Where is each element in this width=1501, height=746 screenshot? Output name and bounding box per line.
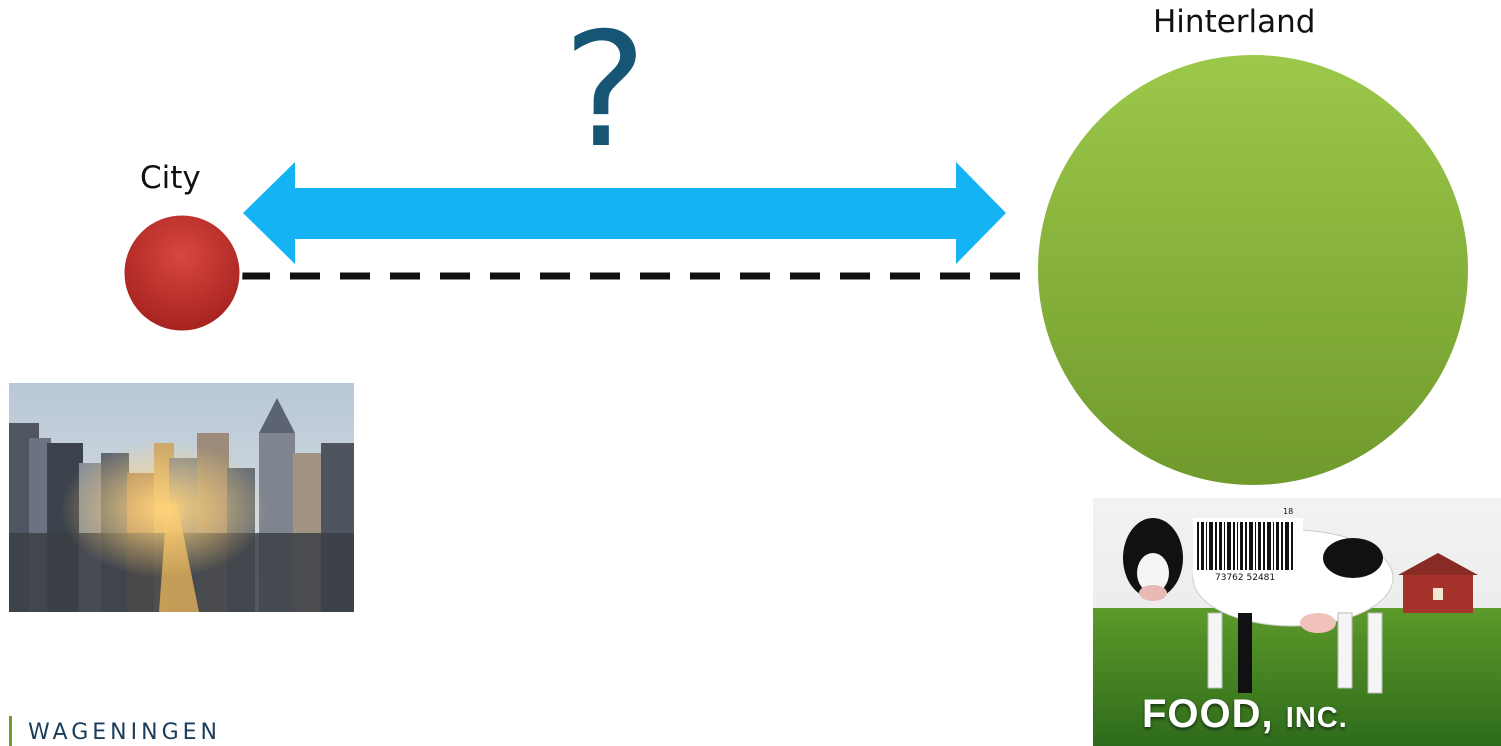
city-skyline-icon (9, 383, 354, 612)
barcode-number: 73762 52481 (1215, 573, 1275, 583)
wageningen-logo: WAGENINGEN (28, 720, 221, 745)
hinterland-label: Hinterland (1153, 4, 1315, 40)
barcode-icon: 73762 52481 18 (1193, 507, 1303, 583)
hinterland-node (1036, 53, 1470, 487)
city-node (123, 214, 241, 332)
food-inc-title: FOOD, INC. (1142, 692, 1348, 737)
logo-bar (9, 716, 12, 746)
food-title-suffix: INC. (1286, 702, 1348, 734)
barcode-tag: 18 (1283, 507, 1293, 516)
city-label: City (140, 160, 201, 196)
food-title-main: FOOD, (1142, 692, 1274, 736)
question-mark: ? (563, 0, 647, 182)
city-skyline-photo (9, 383, 354, 612)
